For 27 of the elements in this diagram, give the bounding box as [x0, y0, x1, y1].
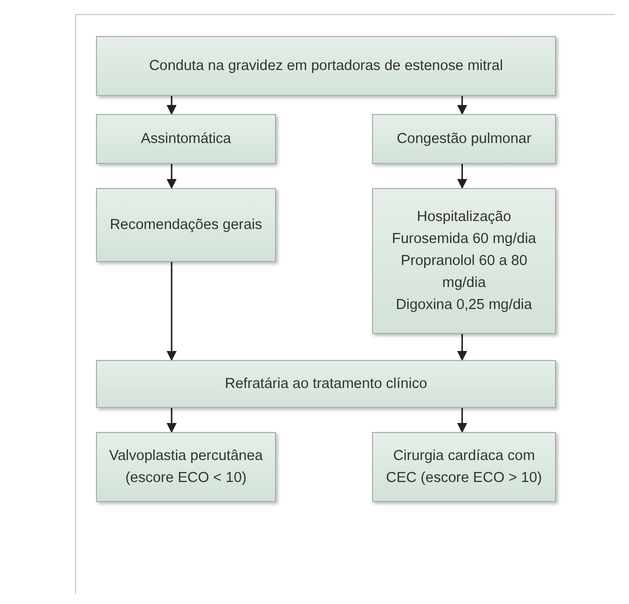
arrow	[166, 262, 177, 361]
arrow	[166, 164, 177, 189]
box-text: Congestão pulmonar	[396, 130, 532, 149]
arrow	[457, 334, 468, 361]
arrow	[166, 96, 177, 115]
process-box	[96, 360, 556, 408]
box-text: Propranolol 60 a 80 mg/dia	[400, 252, 528, 293]
process-box	[96, 188, 276, 262]
arrow	[457, 96, 468, 115]
process-box	[96, 36, 556, 96]
process-box	[96, 432, 276, 502]
box-text: Assintomática	[140, 130, 232, 149]
arrow	[166, 408, 177, 433]
box-text: Furosemida 60 mg/dia	[392, 230, 536, 249]
arrow	[457, 408, 468, 433]
box-text: Refratária ao tratamento clínico	[224, 375, 428, 394]
box-text: Cirurgia cardíaca com CEC (escore ECO > 10)	[385, 447, 543, 488]
process-box	[372, 432, 556, 502]
box-text: Valvoplastia percutânea (escore ECO < 10)	[108, 447, 264, 488]
box-text: Digoxina 0,25 mg/dia	[396, 296, 532, 315]
process-box	[372, 114, 556, 164]
process-box	[372, 188, 556, 334]
arrow	[457, 164, 468, 189]
box-text: Hospitalização	[416, 208, 512, 227]
box-text: Recomendações gerais	[110, 216, 262, 235]
process-box	[96, 114, 276, 164]
box-text: Conduta na gravidez em portadoras de estenose mitral	[149, 57, 503, 76]
